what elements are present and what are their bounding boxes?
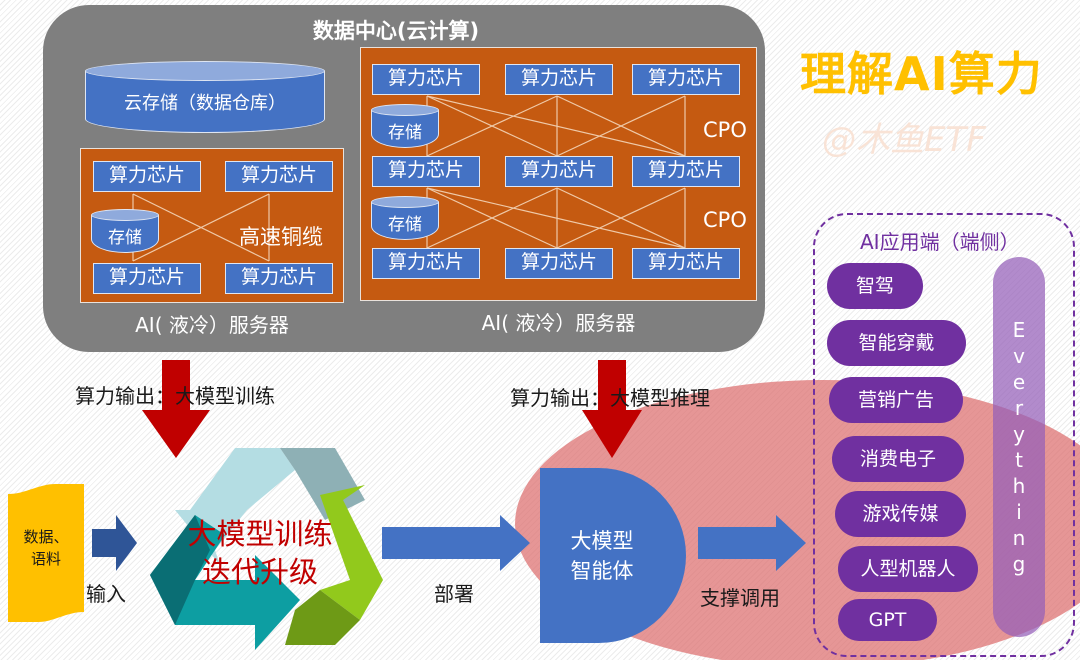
compute-chip: 算力芯片 [93, 161, 201, 192]
app-item-wearables: 智能穿戴 [827, 320, 966, 366]
training-cycle-label: 大模型训练 迭代升级 [187, 517, 333, 589]
storage-label: 存储 [108, 228, 142, 248]
storage-cylinder: 存储 [91, 209, 159, 253]
compute-arrow-training [142, 360, 210, 458]
app-item-marketing: 营销广告 [829, 377, 963, 423]
main-title: 理解AI算力 [800, 47, 1043, 101]
compute-chip: 算力芯片 [225, 161, 333, 192]
compute-chip: 算力芯片 [632, 156, 740, 187]
compute-chip: 算力芯片 [505, 64, 613, 95]
app-item-gaming-media: 游戏传媒 [835, 491, 966, 537]
compute-training-label: 算力输出：大模型训练 [75, 384, 275, 408]
llm-agent-label: 大模型 智能体 [570, 529, 634, 583]
compute-chip: 算力芯片 [632, 248, 740, 279]
compute-chip: 算力芯片 [372, 64, 480, 95]
data-source-label: 数据、 语料 [23, 528, 69, 568]
compute-chip: 算力芯片 [505, 156, 613, 187]
interconnect-lines [132, 193, 270, 262]
cpo-label: CPO [703, 208, 747, 232]
app-item-humanoid-robot: 人型机器人 [838, 546, 978, 592]
server-large: 算力芯片 算力芯片 算力芯片 算力芯片 算力芯片 算力芯片 算力芯片 算力芯片 … [360, 47, 757, 301]
support-label: 支撑调用 [700, 586, 780, 610]
storage-label: 存储 [388, 123, 422, 143]
input-arrow [92, 515, 137, 571]
support-arrow [698, 515, 806, 571]
cpo-interconnect-lines [426, 95, 686, 249]
storage-cylinder: 存储 [371, 104, 439, 148]
app-item-consumer-electronics: 消费电子 [832, 436, 964, 482]
compute-chip: 算力芯片 [632, 64, 740, 95]
cpo-label: CPO [703, 118, 747, 142]
copper-cable-label: 高速铜缆 [239, 225, 323, 249]
input-label: 输入 [86, 582, 126, 606]
training-cycle-icon [150, 448, 383, 650]
server-small: 算力芯片 算力芯片 算力芯片 算力芯片 存储 高速铜缆 [80, 148, 344, 303]
cloud-storage-cylinder: 云存储（数据仓库） [85, 61, 325, 133]
app-item-gpt: GPT [838, 599, 937, 641]
watermark: @木鱼ETF [822, 120, 986, 160]
compute-chip: 算力芯片 [225, 263, 333, 294]
everything-label: E v e r y t h i n g [1012, 318, 1026, 576]
app-side-title: AI应用端（端侧） [860, 230, 1020, 254]
compute-chip: 算力芯片 [372, 248, 480, 279]
app-item-autonomous-driving: 智驾 [827, 263, 923, 309]
compute-chip: 算力芯片 [372, 156, 480, 187]
datacenter-panel: 数据中心(云计算) 云存储（数据仓库） 算力芯片 算力芯片 算力芯片 算力芯片 … [43, 5, 765, 352]
data-source-scroll [8, 484, 84, 622]
compute-chip: 算力芯片 [505, 248, 613, 279]
datacenter-title: 数据中心(云计算) [312, 19, 480, 43]
compute-inference-label: 算力输出：大模型推理 [510, 386, 710, 410]
storage-cylinder: 存储 [371, 196, 439, 240]
deploy-label: 部署 [434, 582, 474, 606]
llm-agent-block: 大模型 智能体 [540, 468, 686, 643]
app-side-panel [813, 213, 1075, 657]
compute-arrow-inference [582, 360, 642, 458]
server-large-caption: AI( 液冷）服务器 [481, 311, 636, 335]
storage-label: 存储 [388, 215, 422, 235]
deploy-arrow [382, 515, 530, 571]
cloud-storage-label: 云存储（数据仓库） [124, 93, 286, 114]
everything-bar: E v e r y t h i n g [993, 257, 1045, 637]
compute-chip: 算力芯片 [93, 263, 201, 294]
server-small-caption: AI( 液冷）服务器 [135, 313, 289, 337]
